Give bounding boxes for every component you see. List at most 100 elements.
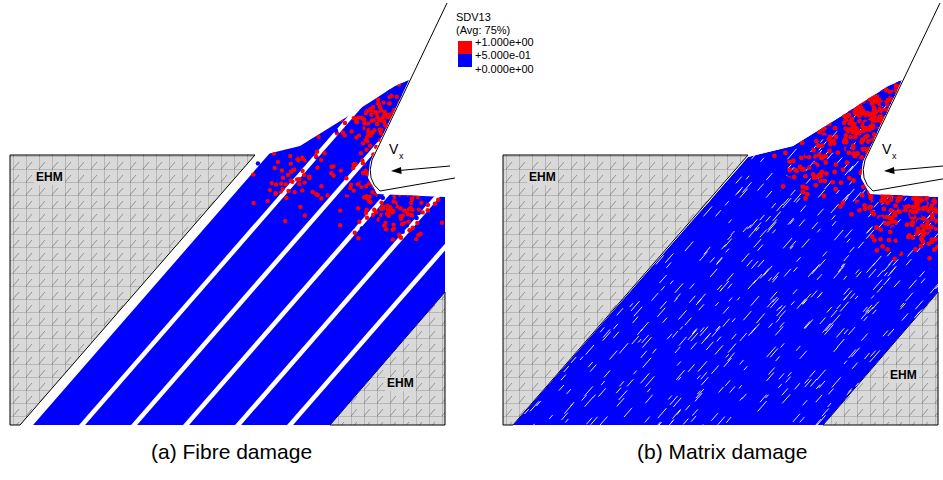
- damage-dot: [930, 173, 935, 178]
- matrix-speckle-mark: [657, 122, 663, 129]
- damage-dot: [894, 178, 899, 183]
- matrix-speckle-mark: [770, 292, 777, 300]
- matrix-speckle-mark: [688, 330, 697, 340]
- matrix-speckle-mark: [709, 146, 713, 150]
- matrix-speckle-mark: [834, 270, 841, 278]
- damage-dot: [868, 69, 873, 74]
- damage-dot: [877, 145, 882, 150]
- damage-dot: [314, 154, 318, 158]
- damage-dot: [422, 93, 426, 97]
- matrix-speckle-mark: [710, 269, 717, 277]
- matrix-speckle-mark: [825, 86, 831, 92]
- matrix-speckle-mark: [717, 142, 725, 151]
- damage-dot: [425, 152, 429, 156]
- damage-dot: [415, 221, 419, 225]
- matrix-speckle-mark: [933, 338, 941, 347]
- damage-dot: [330, 118, 334, 122]
- matrix-speckle-mark: [774, 83, 783, 93]
- damage-dot: [376, 101, 380, 105]
- damage-dot: [401, 189, 405, 193]
- matrix-speckle-mark: [677, 89, 685, 98]
- matrix-speckle-mark: [704, 247, 711, 255]
- damage-dot: [907, 166, 912, 171]
- damage-dot: [380, 195, 384, 199]
- damage-dot: [300, 160, 304, 164]
- matrix-speckle-mark: [726, 249, 729, 253]
- damage-dot: [921, 146, 926, 151]
- damage-dot: [383, 112, 387, 116]
- matrix-speckle-mark: [663, 210, 668, 216]
- damage-dot: [268, 188, 272, 192]
- damage-dot: [906, 160, 911, 165]
- matrix-speckle-mark: [710, 257, 715, 262]
- matrix-speckle-mark: [918, 84, 925, 92]
- damage-dot: [290, 180, 294, 184]
- damage-dot: [891, 112, 896, 117]
- matrix-speckle-mark: [762, 97, 769, 105]
- matrix-speckle-mark: [894, 280, 900, 287]
- damage-dot: [903, 189, 908, 194]
- damage-dot: [876, 81, 881, 86]
- damage-dot: [894, 107, 899, 112]
- matrix-speckle-mark: [645, 123, 654, 133]
- matrix-speckle-mark: [577, 125, 585, 134]
- matrix-speckle-mark: [567, 389, 571, 394]
- matrix-speckle-mark: [832, 221, 836, 226]
- damage-dot: [935, 153, 940, 158]
- matrix-speckle-mark: [740, 398, 743, 401]
- matrix-speckle-mark: [725, 122, 731, 129]
- damage-dot: [432, 148, 436, 152]
- damage-dot: [924, 153, 929, 158]
- matrix-speckle-mark: [874, 147, 878, 151]
- matrix-speckle-mark: [634, 249, 642, 258]
- damage-dot: [440, 221, 444, 225]
- matrix-speckle-mark: [705, 172, 714, 182]
- damage-dot: [928, 111, 933, 116]
- matrix-speckle-mark: [651, 207, 660, 217]
- matrix-speckle-mark: [748, 280, 756, 289]
- matrix-speckle-mark: [888, 268, 896, 277]
- damage-dot: [417, 124, 421, 128]
- damage-dot: [891, 110, 896, 115]
- matrix-speckle-mark: [731, 126, 734, 129]
- matrix-speckle-mark: [942, 312, 943, 316]
- matrix-speckle-mark: [737, 189, 741, 194]
- damage-dot: [418, 176, 422, 180]
- matrix-speckle-mark: [718, 175, 724, 182]
- damage-dot: [288, 154, 292, 158]
- damage-dot: [889, 123, 894, 128]
- matrix-speckle-mark: [876, 357, 882, 364]
- damage-dot: [365, 109, 369, 113]
- matrix-speckle-mark: [836, 88, 840, 92]
- matrix-speckle-mark: [649, 219, 655, 226]
- matrix-speckle-mark: [594, 110, 600, 116]
- damage-dot: [878, 237, 883, 242]
- damage-dot: [907, 135, 912, 140]
- damage-dot: [918, 251, 923, 256]
- damage-dot: [279, 181, 283, 185]
- matrix-speckle-mark: [895, 413, 903, 422]
- damage-dot: [855, 80, 860, 85]
- matrix-speckle-mark: [814, 115, 823, 125]
- matrix-speckle-mark: [619, 390, 628, 400]
- matrix-speckle-mark: [617, 271, 621, 276]
- damage-dot: [833, 126, 838, 131]
- matrix-speckle-mark: [940, 127, 943, 132]
- damage-dot: [878, 184, 883, 189]
- damage-dot: [283, 145, 287, 149]
- matrix-speckle-mark: [516, 249, 519, 253]
- matrix-speckle-mark: [873, 256, 882, 266]
- matrix-speckle-mark: [628, 289, 632, 294]
- matrix-speckle-mark: [679, 198, 688, 209]
- matrix-speckle-mark: [515, 85, 519, 90]
- matrix-speckle-mark: [528, 363, 532, 367]
- matrix-speckle-mark: [559, 385, 564, 391]
- damage-dot: [385, 180, 389, 184]
- matrix-speckle-mark: [521, 143, 525, 148]
- damage-dot: [897, 126, 902, 131]
- damage-dot: [383, 166, 387, 170]
- matrix-speckle-mark: [631, 146, 635, 150]
- matrix-speckle-mark: [804, 321, 810, 328]
- matrix-speckle-mark: [624, 97, 630, 104]
- matrix-speckle-mark: [567, 157, 573, 164]
